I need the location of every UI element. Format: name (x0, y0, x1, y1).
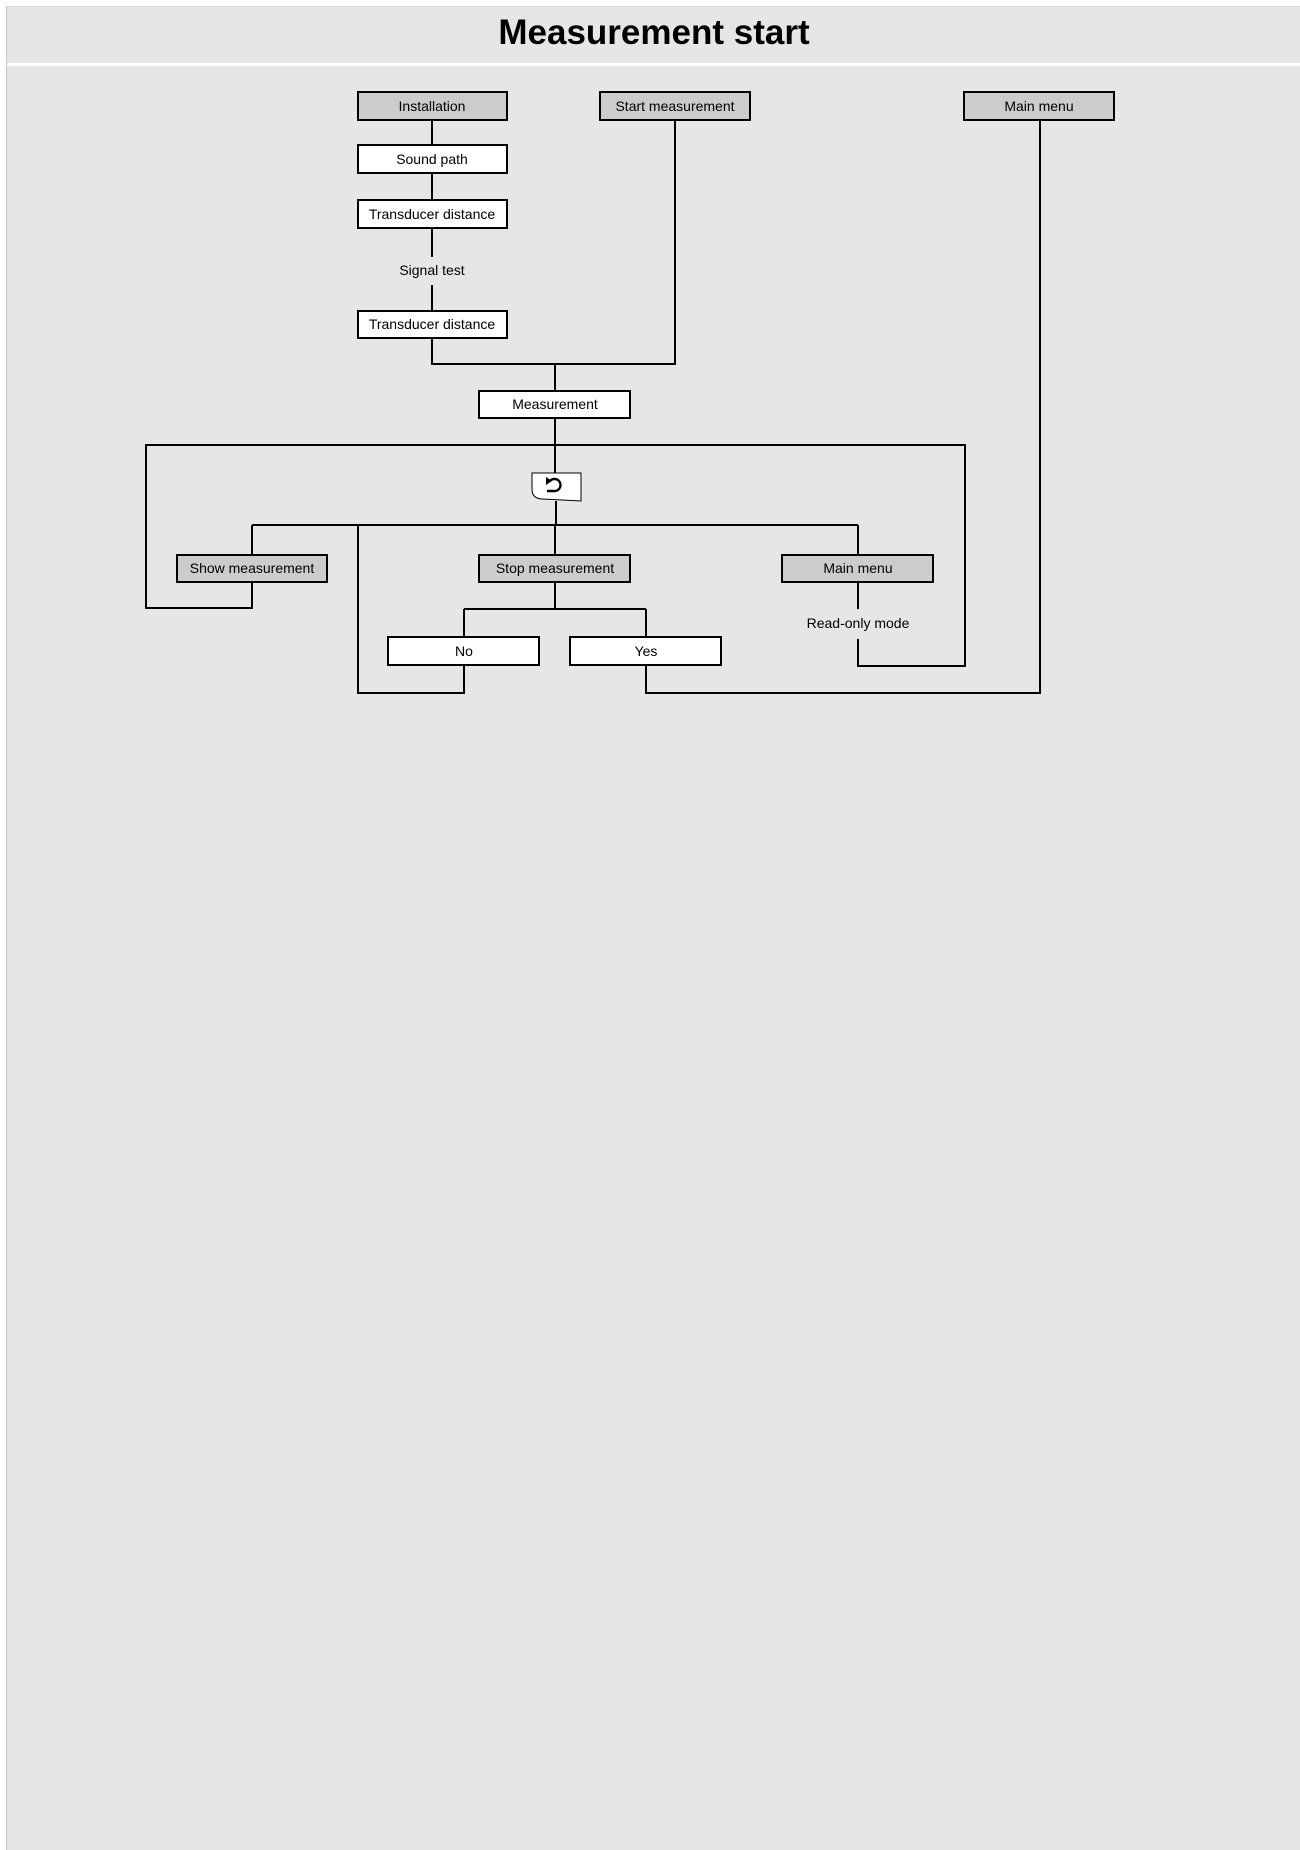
measurement-label: Measurement (512, 396, 598, 412)
parameter-measurement: Measurement (478, 390, 631, 419)
connector-loop-frame (145, 444, 966, 667)
menu-item-main-menu-top: Main menu (963, 91, 1115, 121)
menu-flow-diagram: Installation Start measurement Main menu… (145, 91, 1115, 694)
page-canvas: Measurement start Installation Start mea… (6, 6, 1300, 1850)
yes-label: Yes (635, 643, 658, 659)
main-menu-mid-label: Main menu (823, 560, 892, 576)
parameter-sound-path: Sound path (357, 144, 508, 174)
stop-measurement-label: Stop measurement (496, 560, 614, 576)
connectors (145, 120, 1041, 694)
read-only-mode-label: Read-only mode (807, 615, 910, 631)
signal-test-label: Signal test (399, 262, 464, 278)
menu-item-main-menu-mid: Main menu (781, 554, 934, 583)
title-divider (7, 63, 1300, 66)
connector-start-to-measurement (555, 120, 676, 365)
menu-item-stop-measurement: Stop measurement (478, 554, 631, 583)
show-measurement-label: Show measurement (190, 560, 315, 576)
installation-label: Installation (399, 98, 466, 114)
transducer-distance-2-label: Transducer distance (369, 316, 496, 332)
back-arrow-icon (546, 477, 562, 493)
connector-stop-to-choice (463, 582, 647, 637)
parameter-transducer-distance-1: Transducer distance (357, 199, 508, 229)
parameter-transducer-distance-2: Transducer distance (357, 310, 508, 339)
sound-path-label: Sound path (396, 151, 468, 167)
connector-chain-to-measurement (431, 338, 556, 390)
back-key (531, 472, 582, 502)
option-no: No (387, 636, 540, 666)
transducer-distance-1-label: Transducer distance (369, 206, 496, 222)
menu-item-show-measurement: Show measurement (176, 554, 328, 583)
main-menu-top-label: Main menu (1004, 98, 1073, 114)
start-measurement-label: Start measurement (615, 98, 734, 114)
connector-yes-to-main-menu (645, 120, 1041, 694)
no-label: No (455, 643, 473, 659)
connector-branch-bus (251, 501, 859, 554)
option-yes: Yes (569, 636, 722, 666)
page-title: Measurement start (498, 13, 810, 52)
step-read-only-mode: Read-only mode (803, 611, 913, 637)
menu-item-installation: Installation (357, 91, 508, 121)
connector-no-return (357, 525, 465, 694)
menu-item-start-measurement: Start measurement (599, 91, 751, 121)
step-signal-test: Signal test (392, 261, 472, 281)
